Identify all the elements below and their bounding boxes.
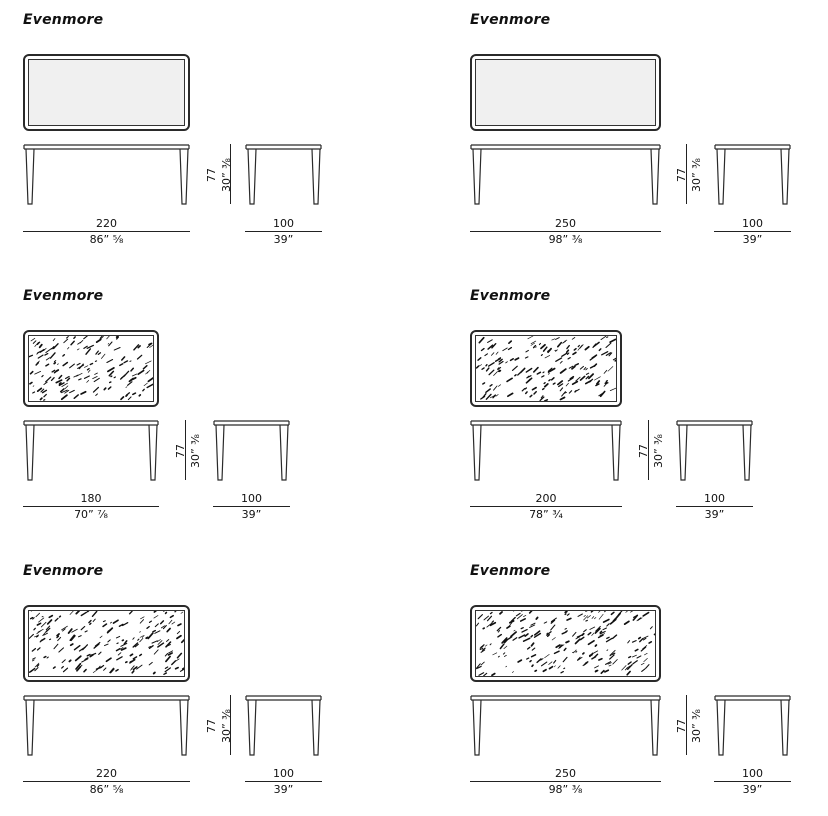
length-cm-label: 180 xyxy=(80,492,102,505)
side-elevation xyxy=(23,420,159,481)
depth-in-label: 39” xyxy=(241,508,262,521)
depth-in-label: 39” xyxy=(742,233,763,246)
table-drawing-panel: Evenmore 77 30” ³⁄₈ 250 98” ³⁄₈ 100 39” xyxy=(470,12,800,262)
marble-texture xyxy=(476,611,655,676)
length-in-label: 86” ⁵⁄₈ xyxy=(89,233,124,246)
end-elevation xyxy=(714,144,791,205)
length-cm-label: 250 xyxy=(555,217,576,230)
table-drawing-panel: Evenmore 77 30” ³⁄₈ 250 98” ³⁄₈ 100 39” xyxy=(470,563,800,813)
table-drawing-panel: Evenmore 77 30” ³⁄₈ 180 70” ⁷⁄₈ 100 39” xyxy=(23,288,353,538)
height-in-label: 30” ³⁄₈ xyxy=(690,709,703,743)
marble-texture xyxy=(29,611,184,675)
side-elevation xyxy=(470,420,622,481)
tabletop-plan-view xyxy=(470,54,661,131)
product-title: Evenmore xyxy=(470,563,551,579)
depth-in-label: 39” xyxy=(273,783,294,796)
marble-texture xyxy=(476,336,616,401)
side-elevation xyxy=(470,144,661,205)
depth-cm-label: 100 xyxy=(273,217,294,230)
depth-cm-label: 100 xyxy=(742,767,763,780)
side-elevation xyxy=(23,144,190,205)
end-elevation xyxy=(213,420,290,481)
end-elevation xyxy=(245,144,322,205)
marble-texture xyxy=(29,336,153,401)
depth-cm-label: 100 xyxy=(704,492,725,505)
tabletop-plan-view xyxy=(470,330,622,407)
height-cm-label: 77 xyxy=(637,444,650,458)
end-elevation xyxy=(676,420,753,481)
length-cm-label: 250 xyxy=(555,767,576,780)
tabletop-plan-view xyxy=(23,330,159,407)
height-in-label: 30” ³⁄₈ xyxy=(690,158,703,192)
length-in-label: 98” ³⁄₈ xyxy=(548,783,583,796)
product-title: Evenmore xyxy=(470,12,551,28)
height-cm-label: 77 xyxy=(675,719,688,733)
height-cm-label: 77 xyxy=(205,168,218,182)
depth-cm-label: 100 xyxy=(742,217,763,230)
table-drawing-panel: Evenmore 77 30” ³⁄₈ 200 78” ³⁄₄ 100 39” xyxy=(470,288,800,538)
length-cm-label: 220 xyxy=(96,217,117,230)
length-in-label: 86” ⁵⁄₈ xyxy=(89,783,124,796)
depth-in-label: 39” xyxy=(704,508,725,521)
side-elevation xyxy=(23,695,190,756)
length-in-label: 98” ³⁄₈ xyxy=(548,233,583,246)
tabletop-plan-view xyxy=(23,54,190,131)
height-cm-label: 77 xyxy=(174,444,187,458)
product-title: Evenmore xyxy=(23,563,104,579)
end-elevation xyxy=(714,695,791,756)
product-title: Evenmore xyxy=(23,288,104,304)
table-drawing-panel: Evenmore 77 30” ³⁄₈ 220 86” ⁵⁄₈ 100 39” xyxy=(23,12,353,262)
length-cm-label: 200 xyxy=(535,492,557,505)
length-in-label: 78” ³⁄₄ xyxy=(529,508,563,521)
depth-in-label: 39” xyxy=(742,783,763,796)
depth-cm-label: 100 xyxy=(241,492,262,505)
table-drawing-panel: Evenmore 77 30” ³⁄₈ 220 86” ⁵⁄₈ 100 39” xyxy=(23,563,353,813)
length-cm-label: 220 xyxy=(96,767,117,780)
side-elevation xyxy=(470,695,661,756)
height-cm-label: 77 xyxy=(205,719,218,733)
tabletop-plan-view xyxy=(23,605,190,682)
height-in-label: 30” ³⁄₈ xyxy=(652,434,665,468)
height-in-label: 30” ³⁄₈ xyxy=(220,709,233,743)
end-elevation xyxy=(245,695,322,756)
depth-in-label: 39” xyxy=(273,233,294,246)
product-title: Evenmore xyxy=(23,12,104,28)
length-in-label: 70” ⁷⁄₈ xyxy=(74,508,108,521)
product-title: Evenmore xyxy=(470,288,551,304)
height-in-label: 30” ³⁄₈ xyxy=(189,434,202,468)
tabletop-plan-view xyxy=(470,605,661,682)
height-cm-label: 77 xyxy=(675,168,688,182)
depth-cm-label: 100 xyxy=(273,767,294,780)
height-in-label: 30” ³⁄₈ xyxy=(220,158,233,192)
